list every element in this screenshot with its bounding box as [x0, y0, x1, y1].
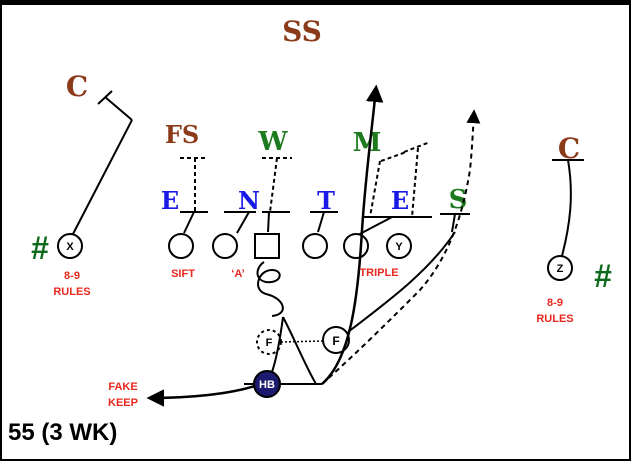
offensive-line	[168, 233, 369, 259]
lineman-lt	[168, 233, 194, 259]
defender-w-label: W	[257, 127, 288, 157]
defender-t-label: T	[317, 186, 335, 215]
lineman-center	[254, 233, 280, 259]
player-hb	[253, 370, 281, 398]
linebacker-reads	[180, 141, 431, 218]
player-y-label: Y	[395, 241, 403, 253]
player-hb-label: HB	[259, 379, 275, 391]
defender-e-right-label: E	[391, 186, 409, 215]
note-left-rules-2: RULES	[53, 286, 90, 298]
fake-connector	[280, 340, 324, 343]
defender-ss-label: SS	[282, 15, 322, 48]
hash-mark-left: #	[31, 230, 49, 266]
play-title: 55 (3 WK)	[8, 419, 117, 446]
defender-e-left-label: E	[161, 186, 179, 215]
player-z-label: Z	[557, 263, 564, 275]
defender-n-label: N	[238, 186, 260, 215]
hash-mark-right: #	[594, 258, 612, 294]
player-z	[547, 255, 573, 281]
player-f-label: F	[332, 334, 339, 348]
player-x	[57, 233, 83, 259]
defender-c-left-label: C	[66, 70, 88, 103]
defender-c-right-label: C	[558, 132, 580, 165]
hb-run-route	[321, 84, 384, 385]
option-pitch-route	[321, 109, 481, 385]
qb-squiggle	[256, 261, 284, 317]
lineman-rg	[302, 233, 328, 259]
lineman-rt	[343, 233, 369, 259]
note-right-rules-2: RULES	[536, 313, 573, 325]
note-right-rules-1: 8-9	[547, 297, 563, 309]
fake-mesh-path	[282, 316, 317, 385]
defender-fs-label: FS	[165, 120, 199, 149]
defender-tees	[72, 90, 584, 257]
f-block-path	[347, 231, 456, 333]
note-sift: SIFT	[171, 268, 195, 280]
lineman-lg	[212, 233, 238, 259]
note-fake-2: KEEP	[108, 397, 138, 409]
player-f	[322, 326, 350, 354]
fake-keep-route	[146, 384, 256, 407]
note-fake-1: FAKE	[108, 381, 137, 393]
player-y	[386, 233, 412, 259]
note-left-rules-1: 8-9	[64, 270, 80, 282]
note-triple: TRIPLE	[359, 267, 398, 279]
note-a-block: ‘A’	[231, 268, 244, 280]
player-f-fake-label: F	[266, 337, 273, 349]
defender-m-label: M	[353, 128, 382, 158]
fake-mesh-path-2	[271, 316, 284, 373]
player-x-label: X	[66, 241, 74, 253]
